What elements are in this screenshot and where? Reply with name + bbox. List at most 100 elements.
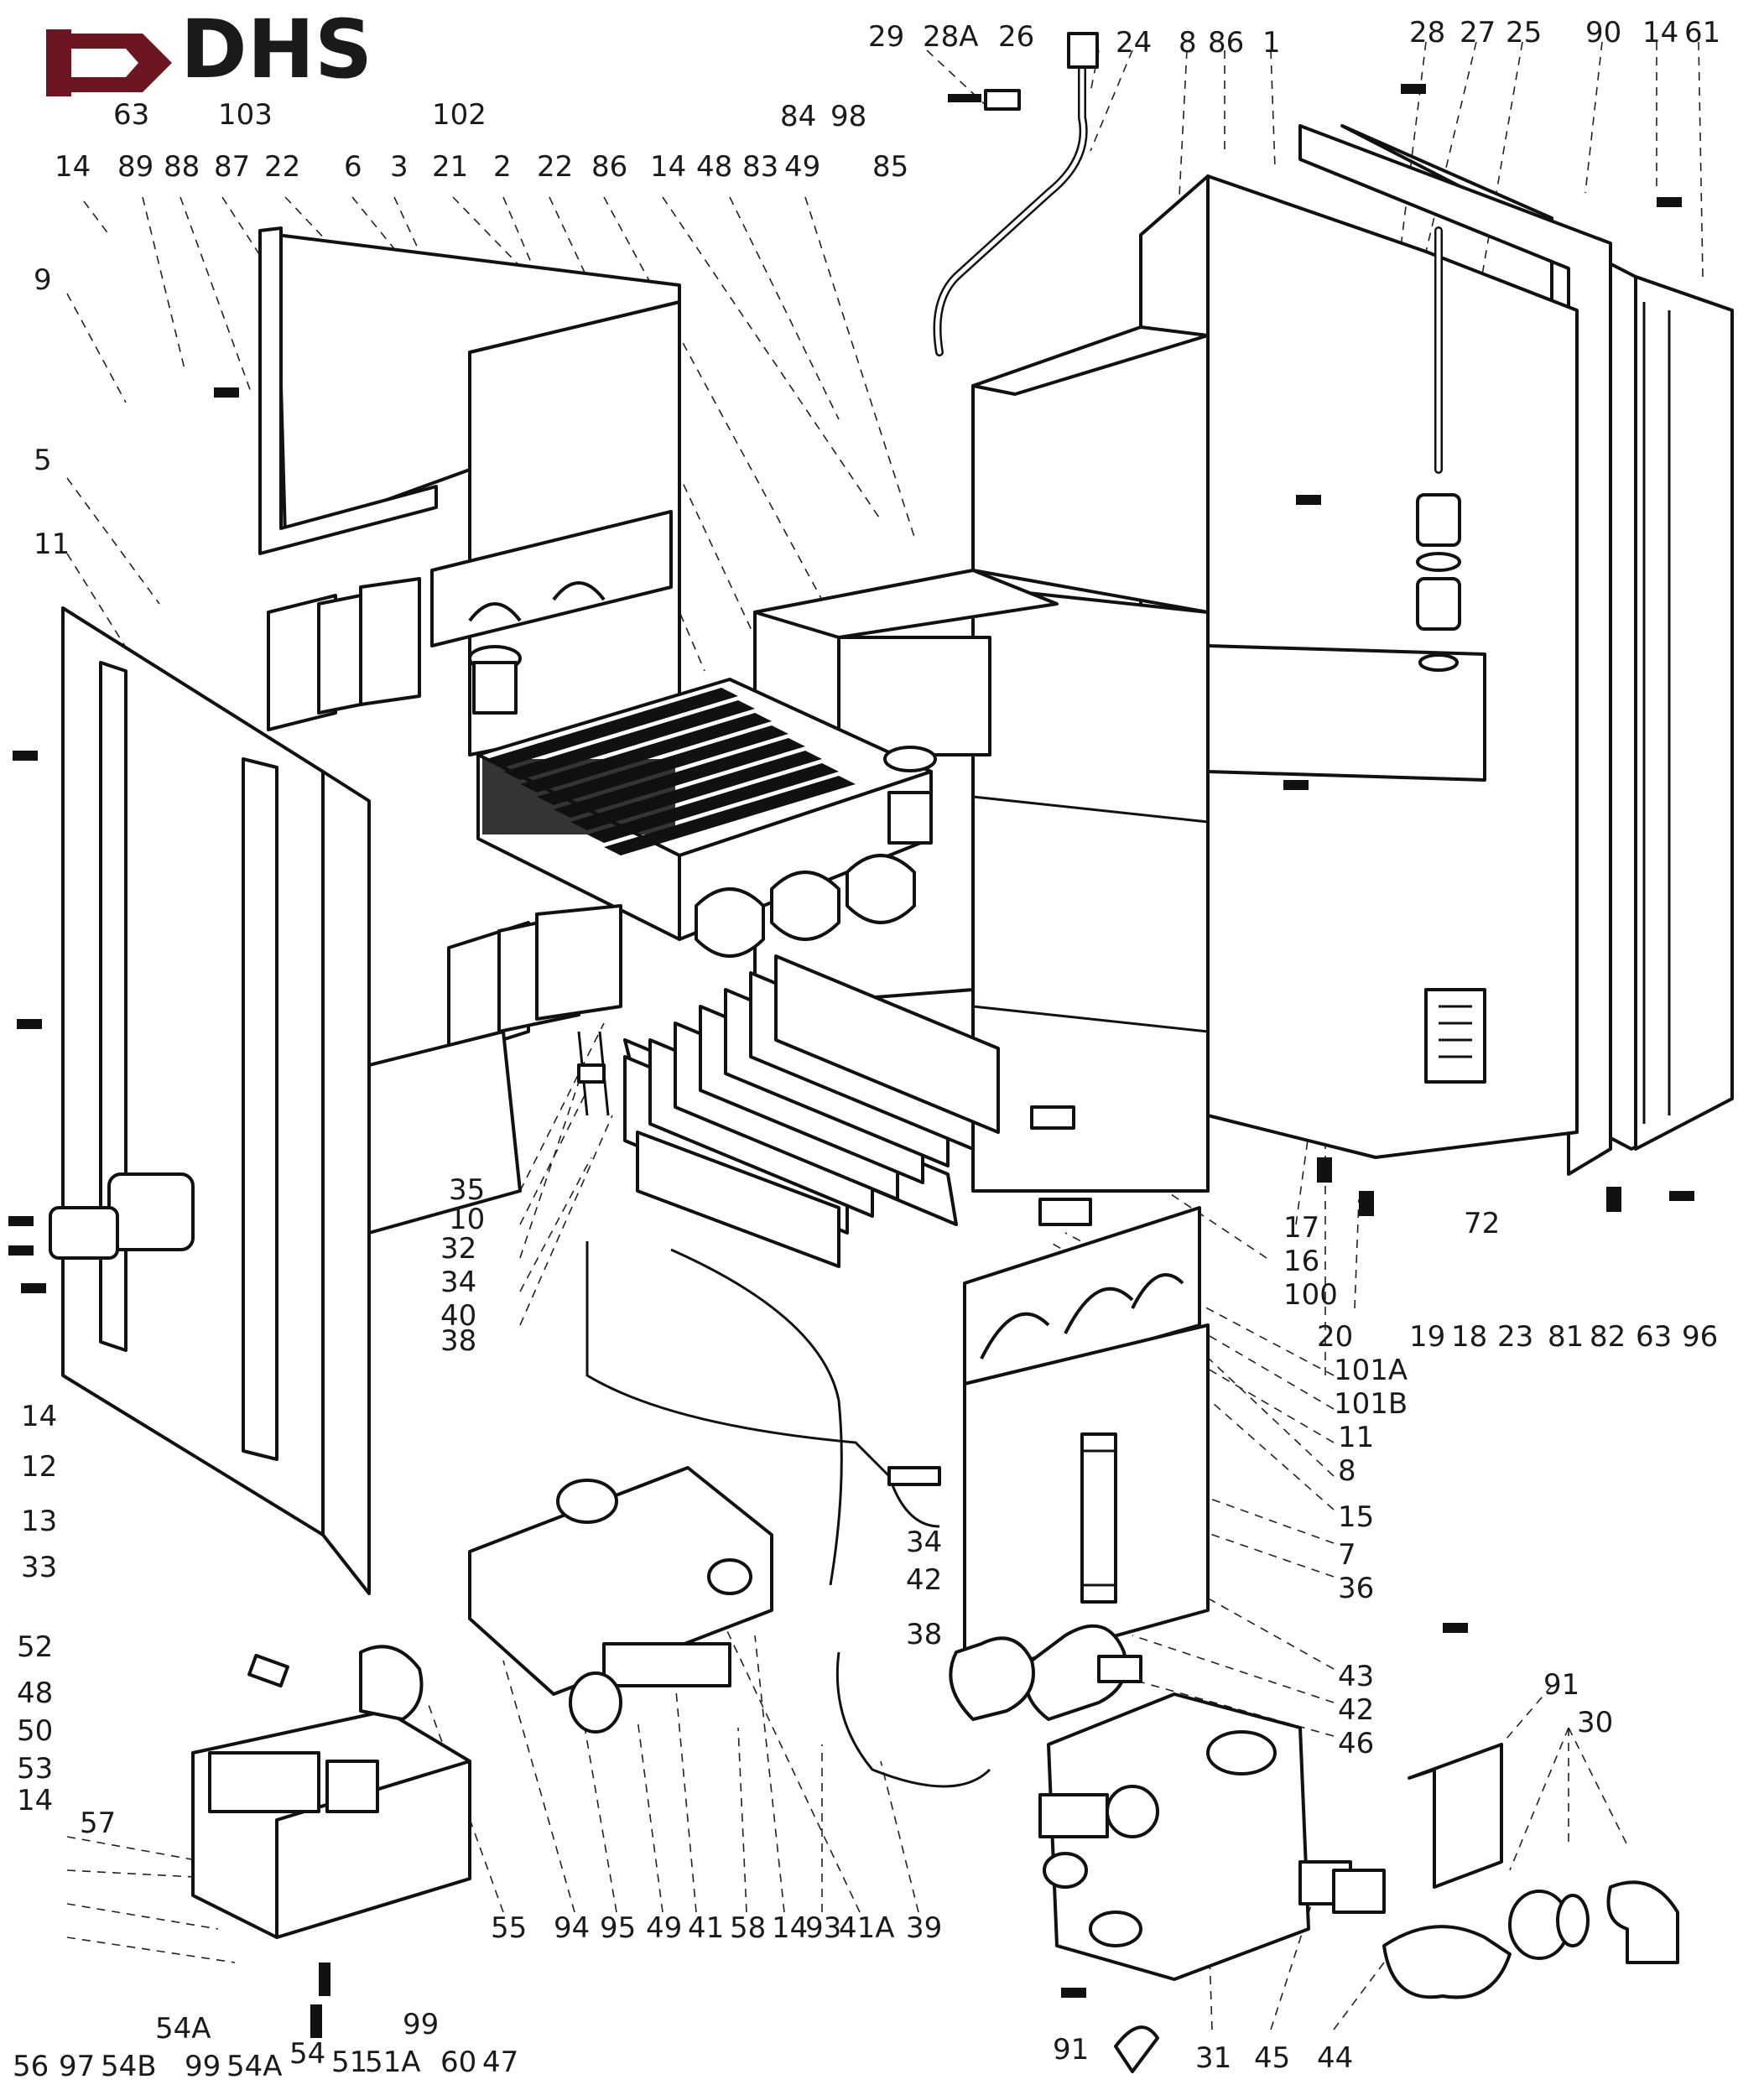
rear-casing	[1298, 124, 1734, 1176]
lower-insulation	[367, 904, 622, 1235]
label-82: 82	[1590, 1320, 1626, 1354]
electrodes	[577, 1031, 610, 1116]
flow-pipe	[1416, 226, 1461, 672]
screw-icon	[1606, 1187, 1621, 1212]
screw-icon	[1283, 780, 1309, 790]
label-57: 57	[80, 1807, 116, 1840]
label-23: 23	[1497, 1320, 1533, 1354]
rating-plate	[1439, 1005, 1472, 1058]
screw-icon	[1317, 1157, 1332, 1183]
screw-icon	[214, 387, 239, 398]
screw-icon	[1296, 495, 1321, 505]
label-36: 36	[1338, 1572, 1374, 1605]
label-44: 44	[1317, 2041, 1353, 2075]
label-8: 8	[1338, 1454, 1356, 1488]
label-41: 41	[688, 1911, 724, 1945]
label-54: 54	[289, 2037, 325, 2071]
label-55: 55	[491, 1911, 527, 1945]
label-12: 12	[21, 1450, 57, 1484]
screw-icon	[21, 1283, 46, 1293]
label-89: 89	[117, 150, 154, 184]
label-5: 5	[34, 444, 52, 477]
label-48: 48	[17, 1677, 53, 1710]
screw-icon	[8, 1245, 34, 1256]
label-42: 42	[906, 1563, 942, 1597]
label-14: 14	[55, 150, 91, 184]
label-28: 28	[1409, 16, 1445, 49]
screw-icon	[17, 1019, 42, 1029]
label-39: 39	[906, 1911, 942, 1945]
label-84: 84	[780, 100, 816, 133]
label-49: 49	[784, 150, 820, 184]
screw-icon	[319, 1963, 330, 1996]
return-bends	[695, 854, 916, 958]
label-24: 24	[1116, 26, 1152, 60]
flue-pipe	[933, 32, 1099, 356]
label-58: 58	[730, 1911, 766, 1945]
label-14: 14	[772, 1911, 808, 1945]
combustion-chamber	[971, 174, 1579, 1193]
label-96: 96	[1682, 1320, 1718, 1354]
heat-exchanger	[468, 645, 937, 958]
side-insulation-left	[267, 577, 421, 731]
screw-icon	[1669, 1191, 1694, 1201]
dhs-logo: DHS	[46, 3, 372, 96]
screw-icon	[13, 751, 38, 761]
label-2: 2	[493, 150, 512, 184]
inner-front-panel	[275, 233, 681, 756]
label-42: 42	[1338, 1693, 1374, 1727]
label-85: 85	[872, 150, 908, 184]
heat-exchanger-connectors	[468, 645, 937, 845]
label-34: 34	[906, 1526, 942, 1559]
label-45: 45	[1254, 2041, 1290, 2075]
label-35: 35	[449, 1173, 485, 1207]
label-61: 61	[1684, 16, 1720, 49]
label-81: 81	[1548, 1320, 1584, 1354]
logo-arrow-mark	[50, 34, 172, 92]
label-51a: 51A	[365, 2046, 421, 2079]
label-52: 52	[17, 1630, 53, 1664]
label-83: 83	[742, 150, 778, 184]
label-40: 40	[440, 1299, 476, 1333]
label-97: 97	[59, 2050, 95, 2083]
logo-text: DHS	[180, 3, 372, 96]
label-86: 86	[591, 150, 627, 184]
label-17: 17	[1283, 1211, 1319, 1245]
gas-valve	[1038, 1692, 1352, 1981]
heat-exchanger-fins	[482, 688, 856, 855]
label-48: 48	[696, 150, 732, 184]
label-87: 87	[214, 150, 250, 184]
burner-assembly	[577, 954, 1092, 1268]
label-11: 11	[34, 528, 70, 561]
screw-icon	[1061, 1988, 1086, 1998]
label-43: 43	[1338, 1660, 1374, 1693]
label-16: 16	[1283, 1245, 1319, 1278]
label-51: 51	[331, 2046, 367, 2079]
label-26: 26	[998, 20, 1034, 54]
label-13: 13	[21, 1505, 57, 1538]
screw-icon	[1443, 1623, 1468, 1633]
label-50: 50	[17, 1714, 53, 1748]
label-14: 14	[1642, 16, 1678, 49]
label-34: 34	[440, 1266, 476, 1299]
label-54a: 54A	[155, 2012, 211, 2046]
label-98: 98	[830, 100, 866, 133]
label-33: 33	[21, 1551, 57, 1584]
label-22b: 22	[537, 150, 573, 184]
label-63: 63	[1636, 1320, 1672, 1354]
label-31: 31	[1195, 2041, 1231, 2075]
label-60: 60	[440, 2046, 476, 2079]
label-90: 90	[1585, 16, 1621, 49]
label-6: 6	[344, 150, 362, 184]
screw-icon	[8, 1216, 34, 1226]
label-19: 19	[1409, 1320, 1445, 1354]
label-93: 93	[805, 1911, 841, 1945]
label-95: 95	[600, 1911, 636, 1945]
label-15: 15	[1338, 1500, 1374, 1534]
label-72: 72	[1464, 1207, 1500, 1240]
label-28a: 28A	[923, 20, 979, 54]
label-30: 30	[1577, 1706, 1613, 1739]
label-63: 63	[113, 98, 149, 132]
label-54a-b: 54A	[226, 2050, 283, 2083]
